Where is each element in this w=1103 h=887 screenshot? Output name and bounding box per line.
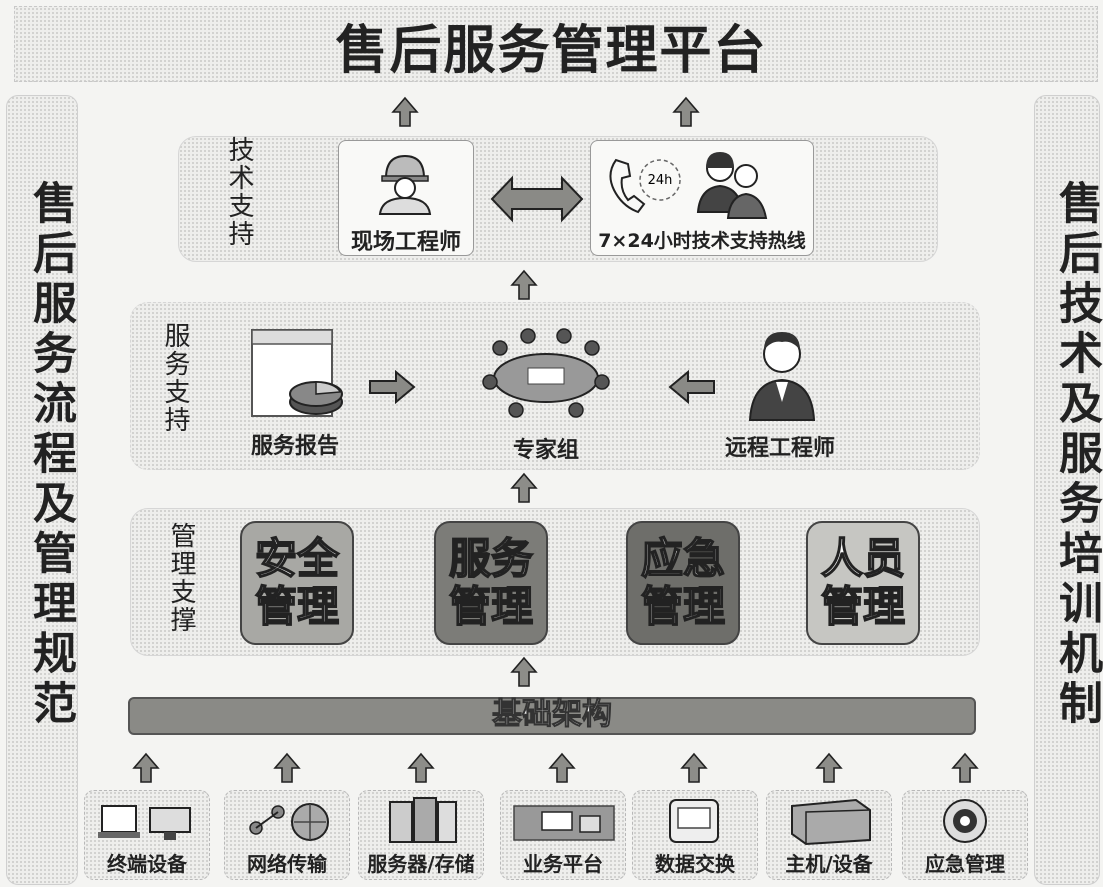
service-report-icon (251, 329, 343, 417)
device-label-business-platform: 业务平台 (523, 852, 603, 876)
up-arrow-icon (952, 753, 978, 783)
emergency-management-box: 应急管理 (626, 521, 740, 645)
up-arrow-icon (511, 657, 537, 687)
device-label-host: 主机/设备 (785, 852, 873, 876)
service-support-label: 服务支持 (160, 322, 190, 434)
left-arrow-icon (668, 370, 715, 404)
device-label-terminal: 终端设备 (107, 852, 187, 876)
svg-text:24h: 24h (648, 173, 673, 188)
up-arrow-icon (511, 270, 537, 300)
infrastructure-bar (128, 697, 976, 735)
management-support-label: 管理支撑 (166, 522, 196, 634)
device-label-emergency: 应急管理 (925, 852, 1005, 876)
device-label-network: 网络传输 (247, 852, 327, 876)
onsite-engineer-label: 现场工程师 (350, 230, 461, 255)
terminal-device-icon (98, 805, 191, 840)
device-label-data-exchange: 数据交换 (655, 852, 735, 876)
right-arrow-icon (369, 370, 416, 404)
device-label-server: 服务器/存储 (367, 852, 475, 876)
up-arrow-icon (133, 753, 159, 783)
personnel-management-box: 人员管理 (806, 521, 920, 645)
up-arrow-icon (816, 753, 842, 783)
up-arrow-icon (549, 753, 575, 783)
phone-24h-icon: 24h (609, 158, 681, 214)
security-management-box: 安全管理 (240, 521, 354, 645)
expert-group-label: 专家组 (512, 438, 579, 463)
up-arrow-icon (274, 753, 300, 783)
left-side-title: 售后服务流程及管理规范 (25, 180, 76, 730)
tech-support-label: 技术支持 (224, 136, 254, 248)
up-arrow-icon (681, 753, 707, 783)
emergency-icon (943, 799, 987, 843)
up-arrow-icon (392, 97, 418, 127)
up-arrow-icon (408, 753, 434, 783)
platform-title: 售后服务管理平台 (335, 20, 768, 81)
service-report-label: 服务报告 (250, 434, 339, 459)
expert-group-meeting-icon (482, 328, 610, 418)
up-arrow-icon (673, 97, 699, 127)
up-arrow-icon (511, 473, 537, 503)
remote-engineer-icon (748, 332, 816, 421)
service-management-box: 服务管理 (434, 521, 548, 645)
title-banner (14, 6, 1098, 82)
business-platform-icon (513, 805, 615, 841)
hotline-label: 7×24小时技术支持热线 (598, 230, 806, 252)
device-card-network (224, 790, 350, 880)
network-icon (249, 803, 329, 841)
data-exchange-icon (669, 799, 719, 843)
remote-engineer-label: 远程工程师 (724, 436, 835, 461)
server-storage-icon (389, 797, 457, 843)
infrastructure-label: 基础架构 (492, 697, 613, 733)
right-side-title: 售后技术及服务培训机制 (1051, 180, 1102, 730)
host-device-icon (791, 798, 871, 846)
double-arrow-icon (490, 175, 584, 223)
engineer-helmet-icon (378, 154, 432, 215)
left-side-panel (6, 95, 78, 885)
support-staff-icon (696, 152, 768, 219)
right-side-panel (1034, 95, 1100, 885)
